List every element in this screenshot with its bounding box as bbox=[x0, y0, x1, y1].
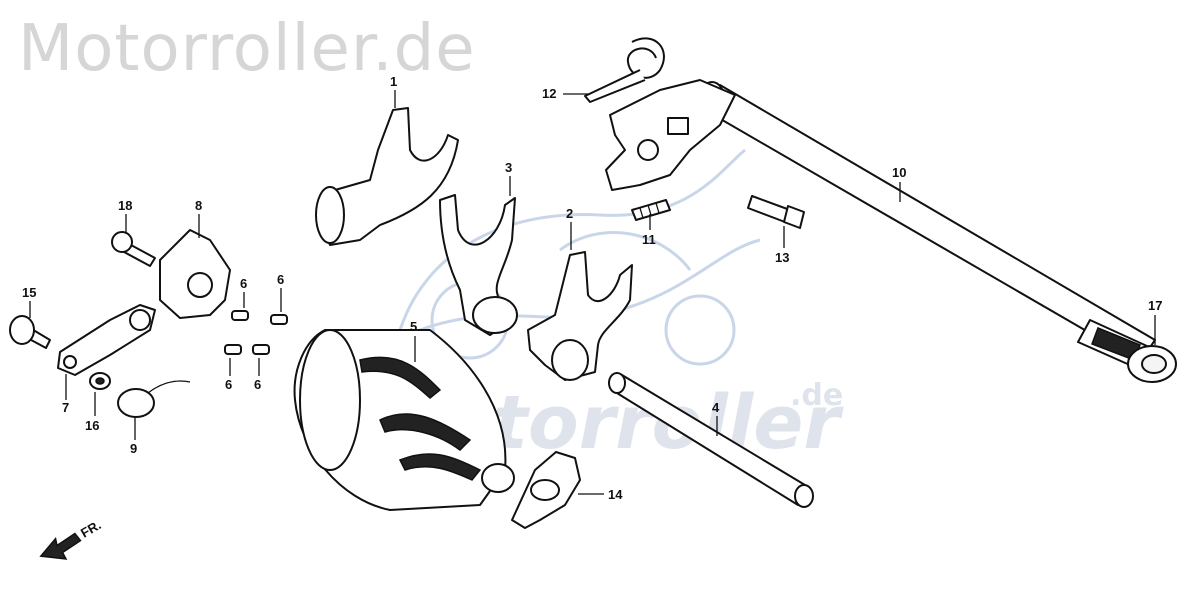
part-10-gearshift-spindle bbox=[699, 81, 1161, 375]
callout-17-label: 17 bbox=[1148, 298, 1162, 313]
callout-16: 16 bbox=[85, 392, 99, 433]
callout-6b-label: 6 bbox=[277, 272, 284, 287]
callout-6c: 6 bbox=[225, 358, 232, 392]
part-6-dowel-pins bbox=[224, 310, 288, 355]
front-direction-label: FR. bbox=[78, 517, 104, 540]
part-2-shift-fork bbox=[527, 251, 633, 381]
callout-13-label: 13 bbox=[775, 250, 789, 265]
callout-6d: 6 bbox=[254, 358, 261, 392]
callout-5: 5 bbox=[410, 319, 417, 362]
callout-2: 2 bbox=[566, 206, 573, 250]
callout-6d-label: 6 bbox=[254, 377, 261, 392]
part-15-bolt bbox=[9, 315, 51, 349]
callout-10: 10 bbox=[892, 165, 906, 202]
part-1-shift-fork bbox=[315, 107, 459, 246]
callout-11-label: 11 bbox=[642, 232, 656, 247]
part-16-washer bbox=[89, 372, 111, 390]
callout-4-label: 4 bbox=[712, 400, 720, 415]
callout-4: 4 bbox=[712, 400, 720, 436]
callout-14-label: 14 bbox=[608, 487, 623, 502]
callout-14: 14 bbox=[578, 487, 623, 502]
callout-18: 18 bbox=[118, 198, 132, 232]
callout-9-label: 9 bbox=[130, 441, 137, 456]
part-13-bolt bbox=[747, 195, 805, 229]
callout-17: 17 bbox=[1148, 298, 1162, 345]
callout-16-label: 16 bbox=[85, 418, 99, 433]
callout-7: 7 bbox=[62, 374, 69, 415]
callout-5-label: 5 bbox=[410, 319, 417, 334]
part-18-bolt bbox=[111, 231, 156, 267]
callout-12-label: 12 bbox=[542, 86, 556, 101]
callout-7-label: 7 bbox=[62, 400, 69, 415]
callout-9: 9 bbox=[130, 418, 137, 456]
callout-6b: 6 bbox=[277, 272, 284, 312]
callout-3-label: 3 bbox=[505, 160, 512, 175]
callout-6c-label: 6 bbox=[225, 377, 232, 392]
part-5-shift-drum bbox=[293, 329, 515, 511]
front-direction-arrow: FR. bbox=[39, 517, 104, 560]
part-12-return-spring bbox=[584, 37, 665, 103]
callout-15-label: 15 bbox=[22, 285, 36, 300]
callout-8-label: 8 bbox=[195, 198, 202, 213]
callout-1: 1 bbox=[390, 74, 397, 108]
callout-6a-label: 6 bbox=[240, 276, 247, 291]
callout-3: 3 bbox=[505, 160, 512, 196]
callout-6a: 6 bbox=[240, 276, 247, 308]
part-14-stopper-plate bbox=[511, 451, 581, 529]
callout-13: 13 bbox=[775, 226, 789, 265]
callout-8: 8 bbox=[195, 198, 202, 238]
callout-2-label: 2 bbox=[566, 206, 573, 221]
part-3-shift-fork bbox=[439, 194, 518, 336]
part-9-spring bbox=[117, 380, 191, 418]
part-17-oil-seal bbox=[1127, 345, 1177, 383]
callout-12: 12 bbox=[542, 86, 590, 101]
callout-18-label: 18 bbox=[118, 198, 132, 213]
part-4-guide-shaft bbox=[608, 372, 814, 508]
part-11-spring bbox=[631, 199, 671, 221]
callout-1-label: 1 bbox=[390, 74, 397, 89]
part-7-stopper-arm bbox=[57, 304, 156, 376]
gearshift-arm-plate bbox=[605, 79, 736, 191]
part-8-plate bbox=[159, 229, 231, 319]
callout-15: 15 bbox=[22, 285, 36, 318]
logo-watermark-suffix: .de bbox=[790, 378, 843, 413]
callout-10-label: 10 bbox=[892, 165, 906, 180]
callout-11: 11 bbox=[642, 214, 656, 247]
site-watermark: Motorroller.de bbox=[18, 12, 476, 86]
